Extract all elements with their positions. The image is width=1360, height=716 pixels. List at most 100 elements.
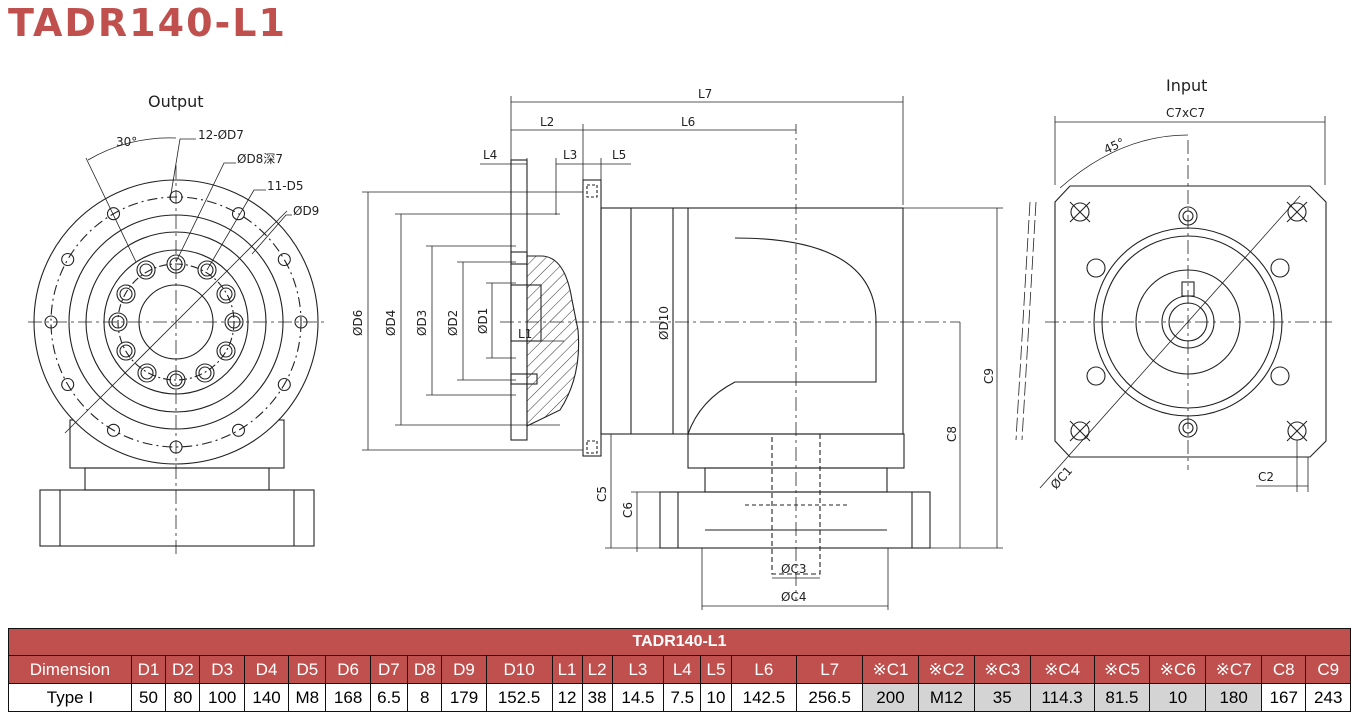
spec-col-header: ※C7 [1205, 655, 1263, 684]
spec-cell: 100 [199, 683, 245, 712]
side-input-flange [659, 491, 931, 549]
side-input-shaft-hidden [771, 433, 821, 575]
spec-cell: 12 [551, 683, 583, 712]
spec-col-header: D4 [243, 655, 290, 684]
input-view-label: Input [1166, 76, 1207, 95]
spec-col-header: L5 [700, 655, 732, 684]
dim-c8: C8 [945, 426, 959, 442]
callout-d8: ØD8深7 [237, 152, 283, 166]
spec-col-header: L6 [730, 655, 798, 684]
dim-c4: ØC4 [781, 590, 806, 604]
dim-l4: L4 [483, 148, 497, 162]
spec-table-title: TADR140-L1 [8, 628, 1351, 656]
spec-col-header: D2 [165, 655, 201, 684]
spec-col-header: L4 [663, 655, 702, 684]
callout-d5: 11-D5 [267, 179, 303, 193]
spec-cell: 167 [1261, 683, 1307, 712]
dim-d3: ØD3 [415, 310, 429, 336]
dim-l1: L1 [518, 327, 532, 341]
dim-c6: C6 [621, 502, 635, 518]
spec-cell: 256.5 [796, 683, 864, 712]
spec-col-header: L7 [796, 655, 864, 684]
spec-col-dimension: Dimension [8, 655, 132, 684]
output-inner-holes [108, 254, 244, 390]
side-section-view: L7 L2 L6 L4 L3 L5 ØD6 ØD4 ØD3 ØD2 [351, 87, 1003, 610]
input-view: Input C7xC7 ØC1 45° [1015, 76, 1332, 492]
spec-col-header: D6 [325, 655, 371, 684]
callout-d9: ØD9 [293, 204, 319, 218]
output-outer-holes [44, 190, 308, 454]
spec-col-header: D3 [199, 655, 245, 684]
side-output-shaft-plate [510, 159, 528, 441]
output-angle-label: 30° [116, 135, 137, 149]
dim-l6: L6 [681, 115, 695, 129]
dim-c1: ØC1 [1048, 464, 1075, 492]
spec-cell: 80 [165, 683, 201, 712]
spec-col-header: D10 [485, 655, 553, 684]
spec-col-header: ※C1 [862, 655, 919, 684]
spec-cell: 114.3 [1029, 683, 1095, 712]
dim-l5: L5 [612, 148, 626, 162]
spec-col-header: D7 [369, 655, 409, 684]
input-square-flange [1054, 185, 1327, 458]
spec-row-type: Type I [8, 683, 132, 712]
dim-c5: C5 [595, 486, 609, 502]
callout-d7: 12-ØD7 [198, 128, 244, 142]
output-view-label: Output [148, 92, 204, 111]
page-title: TADR140-L1 [8, 1, 287, 45]
spec-cell: 179 [441, 683, 487, 712]
input-holes [1069, 201, 1308, 442]
spec-cell: 8 [407, 683, 443, 712]
spec-cell: 14.5 [611, 683, 665, 712]
dim-d4: ØD4 [384, 310, 398, 336]
spec-col-header: D9 [441, 655, 487, 684]
spec-cell: 142.5 [730, 683, 798, 712]
dim-d6: ØD6 [351, 310, 365, 336]
side-flange [582, 179, 602, 457]
spec-col-header: C8 [1261, 655, 1307, 684]
spec-col-header: C9 [1305, 655, 1351, 684]
dim-c2: C2 [1258, 470, 1274, 484]
spec-col-header: D5 [288, 655, 327, 684]
input-angle-label: 45° [1102, 135, 1127, 157]
spec-col-header: ※C6 [1149, 655, 1207, 684]
spec-col-header: L3 [611, 655, 665, 684]
side-bevel-gear-outline [687, 237, 877, 435]
spec-col-header: ※C4 [1029, 655, 1095, 684]
spec-col-header: L1 [551, 655, 583, 684]
spec-cell: 180 [1205, 683, 1263, 712]
output-base-neck [84, 467, 270, 491]
spec-cell: 140 [243, 683, 290, 712]
side-gearbox-body [600, 207, 904, 435]
input-c1-leader [1039, 195, 1301, 489]
spec-cell: 168 [325, 683, 371, 712]
spec-cell: 152.5 [485, 683, 553, 712]
spec-cell: 10 [700, 683, 732, 712]
dim-c3: ØC3 [781, 562, 806, 576]
spec-cell: 81.5 [1093, 683, 1151, 712]
dim-d10: ØD10 [657, 306, 671, 340]
spec-cell: 7.5 [663, 683, 702, 712]
spec-cell: M12 [917, 683, 975, 712]
spec-cell: 35 [973, 683, 1031, 712]
spec-cell: 38 [581, 683, 613, 712]
spec-col-header: ※C3 [973, 655, 1031, 684]
dim-d1: ØD1 [476, 308, 490, 334]
dim-l3: L3 [563, 148, 577, 162]
dim-c9: C9 [982, 368, 996, 384]
spec-cell: 50 [130, 683, 167, 712]
spec-col-header: D1 [130, 655, 167, 684]
spec-cell: M8 [288, 683, 327, 712]
spec-col-header: ※C2 [917, 655, 975, 684]
dim-c7: C7xC7 [1166, 106, 1205, 120]
dim-l7: L7 [698, 87, 712, 101]
output-view: Output [28, 92, 326, 555]
output-angle-arc [87, 137, 177, 161]
spec-cell: 6.5 [369, 683, 409, 712]
spec-col-header: L2 [581, 655, 613, 684]
technical-drawing: Output [28, 76, 1332, 610]
dim-l2: L2 [540, 115, 554, 129]
